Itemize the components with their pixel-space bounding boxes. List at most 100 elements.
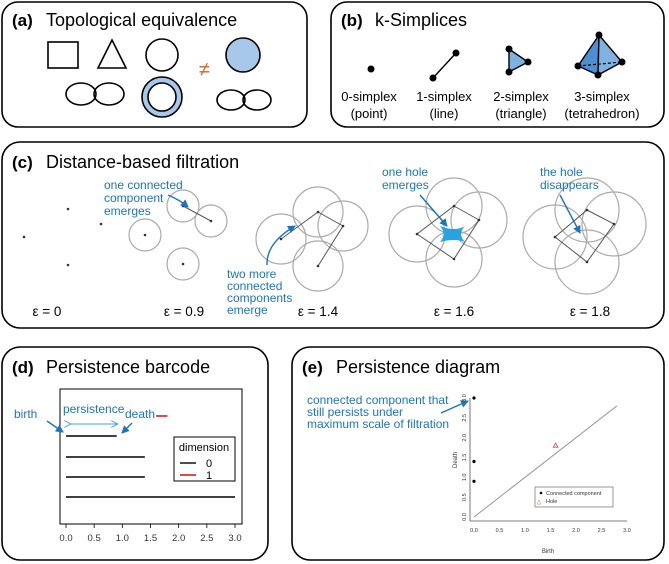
barcode-legend <box>173 436 236 482</box>
panel-c-tag: (c) <box>12 153 33 172</box>
simplex-1-desc: (line) <box>430 106 459 121</box>
ann-one-hole-1: one hole <box>382 165 428 179</box>
pd-xlabel: Birth <box>542 549 554 555</box>
eps-label-4: ε = 1.8 <box>570 304 610 319</box>
simplex-3-name: 3-simplex <box>574 89 630 104</box>
legend-dim1: 1 <box>206 470 212 482</box>
ann-two-more-3: components <box>227 291 292 305</box>
filled-disk-shape <box>225 37 261 73</box>
death-arrow <box>121 422 133 434</box>
simplex-0-name: 0-simplex <box>341 89 397 104</box>
panel-b-tag: (b) <box>341 11 363 30</box>
simplex-3-desc: (tetrahedron) <box>564 106 639 121</box>
eps-label-0: ε = 0 <box>33 304 62 319</box>
panel-a-tag: (a) <box>12 11 33 30</box>
simplex-2-name: 2-simplex <box>493 89 549 104</box>
filtration-eps-1.8 <box>522 177 647 295</box>
triangle-simplex <box>508 47 530 74</box>
panel-d-title: Persistence barcode <box>46 357 210 377</box>
pd-legend-component: Connected component <box>546 491 602 497</box>
ann-persists-3: maximum scale of filtration <box>307 417 449 431</box>
pd-legend-hole: Hole <box>546 499 557 505</box>
pd-y-tick: 0.5 <box>462 493 468 501</box>
panel-c-title: Distance-based filtration <box>46 152 239 172</box>
arrow-two-more <box>266 225 296 266</box>
ann-one-connected-1: one connected <box>104 178 183 192</box>
pd-x-tick: 1.0 <box>521 528 529 534</box>
pd-point-component <box>472 479 476 483</box>
ann-one-connected-2: component <box>104 191 164 205</box>
barcode-tick-label: 2.0 <box>172 533 185 544</box>
svg-text:△: △ <box>537 500 542 506</box>
lemniscate-left <box>65 82 97 106</box>
persistence-label: persistence <box>63 402 125 416</box>
death-label: death <box>125 407 155 421</box>
ann-two-more-2: connected <box>227 279 282 293</box>
barcode-tick-label: 1.0 <box>116 533 129 544</box>
panel-a-title: Topological equivalence <box>46 10 237 30</box>
panel-e-tag: (e) <box>302 358 323 377</box>
pd-y-tick: 1.5 <box>462 454 468 462</box>
ann-one-hole-2: emerges <box>382 178 429 192</box>
point-simplex <box>367 65 375 73</box>
pd-x-tick: 1.5 <box>547 528 555 534</box>
birth-label: birth <box>14 407 37 421</box>
pd-y-tick: 2.0 <box>462 434 468 442</box>
eps-label-3: ε = 1.6 <box>434 304 474 319</box>
eps-label-2: ε = 1.4 <box>298 304 339 319</box>
circle-shape <box>145 38 179 72</box>
panel-d-tag: (d) <box>12 358 34 377</box>
pd-x-tick: 0.5 <box>496 528 504 534</box>
pd-y-tick: 3.0 <box>462 394 468 402</box>
diagonal-line <box>473 405 618 518</box>
pd-y-tick: 2.5 <box>462 414 468 422</box>
panel-c: (c) Distance-based filtration <box>1 141 665 329</box>
filtration-eps-0 <box>22 207 103 267</box>
birth-arrow <box>46 420 64 433</box>
panel-a: (a) Topological equivalence ≠ <box>1 1 308 128</box>
ann-persists-1: connected component that <box>307 393 449 407</box>
pd-point-hole <box>552 442 559 448</box>
legend-title: dimension <box>179 442 229 454</box>
arrow-one-connected <box>167 194 189 208</box>
persistence-points <box>472 396 559 483</box>
ann-two-more-4: emerge <box>227 303 268 317</box>
ann-two-more-1: two more <box>227 267 277 281</box>
square-shape <box>47 41 79 69</box>
ann-persists-2: still persists under <box>307 405 403 419</box>
filtration-eps-0.9 <box>128 189 228 281</box>
hole-region <box>440 226 465 242</box>
arrow-hole-disappears <box>559 194 581 234</box>
arrow-persists <box>440 400 469 414</box>
ann-hole-disappears-1: the hole <box>540 165 583 179</box>
filtration-eps-1.6 <box>388 177 508 288</box>
pd-y-tick: 0.0 <box>462 513 468 521</box>
panel-b-title: k-Simplices <box>375 10 467 30</box>
ann-one-connected-3: emerges <box>104 204 151 218</box>
barcode-tick-label: 3.0 <box>228 533 241 544</box>
barcode-tick-label: 1.5 <box>144 533 157 544</box>
double-loop-right <box>242 89 272 111</box>
panel-e: (e) Persistence diagram connected compon… <box>291 346 665 561</box>
simplex-0-desc: (point) <box>351 106 388 121</box>
barcode-tick-label: 2.5 <box>200 533 213 544</box>
panel-b: (b) k-Simplices 0-simplex (point) 1-simp… <box>330 1 665 128</box>
simplex-1-name: 1-simplex <box>416 89 472 104</box>
not-equal-sign: ≠ <box>199 59 210 81</box>
triangle-shape <box>96 38 128 69</box>
barcode-tick-label: 0.5 <box>88 533 101 544</box>
panel-e-title: Persistence diagram <box>336 357 500 377</box>
pd-point-component <box>472 396 476 400</box>
pd-x-tick: 3.0 <box>623 528 631 534</box>
eps-label-1: ε = 0.9 <box>164 304 204 319</box>
pd-x-tick: 2.0 <box>572 528 580 534</box>
filtration-eps-1.4 <box>255 186 369 292</box>
pd-x-tick: 2.5 <box>598 528 606 534</box>
lemniscate-right <box>93 82 125 106</box>
pd-legend <box>534 486 614 508</box>
legend-dim0: 0 <box>206 458 212 470</box>
barcode-bars <box>66 415 235 498</box>
